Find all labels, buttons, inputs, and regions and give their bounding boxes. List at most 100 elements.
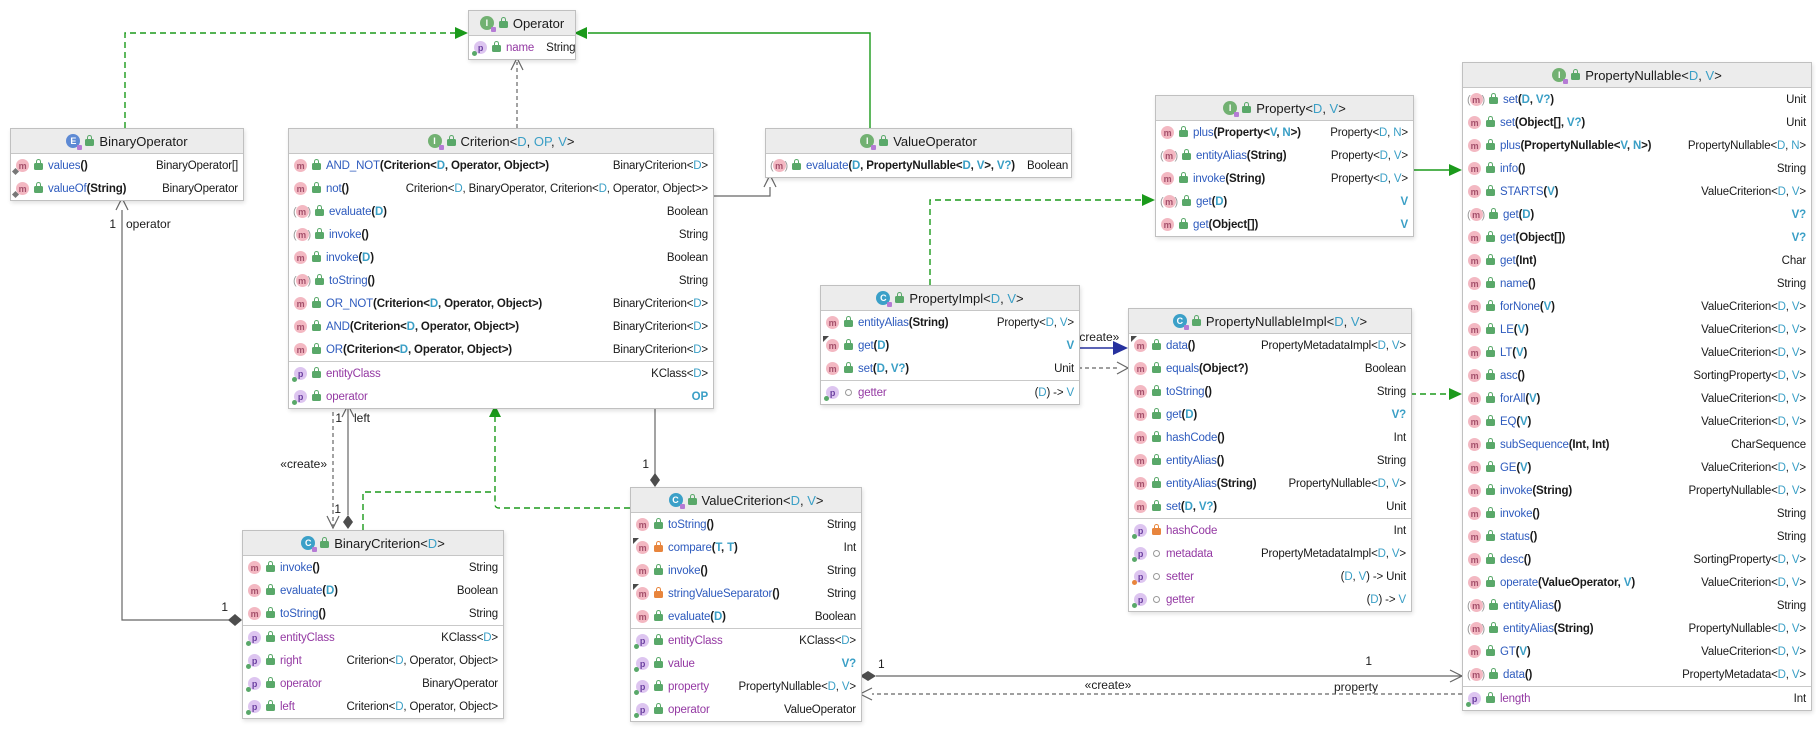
member-params: (Object?)	[1199, 362, 1249, 375]
public-lock-icon	[653, 703, 664, 714]
method-badge: m	[1468, 300, 1481, 313]
member-type: Criterion<D, BinaryOperator, Criterion<D…	[405, 182, 708, 195]
val-dot-icon	[634, 690, 639, 695]
member-name: invoke	[668, 564, 701, 577]
class-title: Operator	[512, 15, 565, 31]
member-params: (V)	[1515, 645, 1531, 658]
public-lock-icon	[879, 134, 889, 146]
member-name: length	[1500, 692, 1531, 705]
method-badge: (m)	[1467, 622, 1486, 635]
property-badge: p	[246, 631, 261, 646]
member-params: (Int)	[1515, 254, 1537, 267]
member-name: AND_NOT	[326, 159, 380, 172]
public-lock-icon	[1485, 116, 1496, 127]
member-name: entityAlias	[1503, 622, 1554, 635]
interface-icon: I	[1223, 101, 1240, 117]
member-params: ()	[318, 607, 326, 620]
method-badge: m	[636, 518, 649, 531]
member-params: ()	[772, 587, 780, 600]
member-type: ValueCriterion<D, V>	[1701, 415, 1806, 428]
method-badge: m	[1161, 126, 1174, 139]
member-params: (D)	[1518, 208, 1535, 221]
member-type: Unit	[1786, 93, 1806, 106]
member-name: property	[668, 680, 709, 693]
member-type: KClass<D>	[441, 631, 498, 644]
method-badge: m	[294, 251, 307, 264]
aggregation-diamond	[650, 473, 660, 487]
val-dot-icon	[1466, 702, 1471, 707]
class-icon: C	[301, 536, 318, 552]
arrowhead-implements	[1142, 194, 1155, 206]
public-lock-icon	[1485, 162, 1496, 173]
interface-icon: I	[860, 134, 877, 150]
public-lock-icon	[1151, 408, 1162, 419]
member-params: (String)	[1216, 477, 1257, 490]
member-type: String	[1776, 599, 1806, 612]
method-badge: m	[1134, 500, 1147, 513]
edge-label-multiplicity: 1	[221, 600, 228, 614]
member-name: forAll	[1500, 392, 1526, 405]
property-badge: p	[292, 390, 307, 405]
public-lock-icon	[1242, 101, 1252, 113]
member-type: V?	[1391, 408, 1407, 421]
member-name: OR_NOT	[326, 297, 374, 310]
member-type: String	[826, 518, 856, 531]
public-lock-icon	[1151, 339, 1162, 350]
method-badge: m	[1468, 553, 1481, 566]
member-name: GT	[1500, 645, 1516, 658]
public-lock-icon	[1485, 392, 1496, 403]
override-icon	[633, 584, 639, 590]
member-name: desc	[1500, 553, 1524, 566]
public-lock-icon	[843, 362, 854, 373]
public-lock-icon	[1485, 139, 1496, 150]
member-type: Char	[1781, 254, 1806, 267]
method-badge: m	[1134, 362, 1147, 375]
private-lock-icon	[653, 587, 664, 598]
member-name: entityClass	[668, 634, 723, 647]
method-badge: m	[1468, 530, 1481, 543]
member-set: (m)set(D, V?)Unit	[1463, 88, 1811, 111]
member-params: (String)	[1225, 172, 1266, 185]
member-type: ValueCriterion<D, V>	[1701, 346, 1806, 359]
member-name: data	[1503, 668, 1525, 681]
member-name: setter	[1166, 570, 1194, 583]
public-lock-icon	[265, 561, 276, 572]
member-name: invoke	[1193, 172, 1226, 185]
member-name: set	[1166, 500, 1181, 513]
member-type: ValueCriterion<D, V>	[1701, 185, 1806, 198]
member-type: Criterion<D, Operator, Object>	[346, 654, 499, 667]
edge-label-left: left	[354, 411, 371, 425]
member-params: (V)	[1543, 185, 1559, 198]
member-name: status	[1500, 530, 1530, 543]
method-badge: m	[1468, 162, 1481, 175]
member-type: PropertyMetadataImpl<D, V>	[1260, 547, 1406, 560]
method-badge: m	[1468, 576, 1481, 589]
member-name: entityClass	[280, 631, 335, 644]
